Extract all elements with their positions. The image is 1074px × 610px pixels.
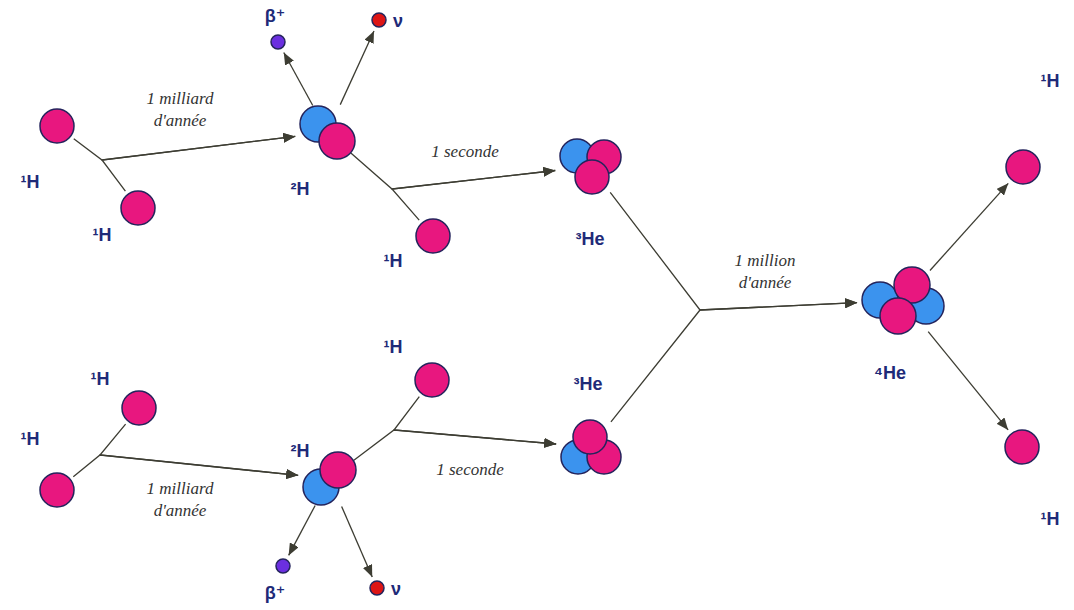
particle-circle	[276, 559, 290, 573]
nucleus-node: ν	[370, 11, 388, 29]
nucleus-node: ¹H	[120, 389, 158, 427]
particle-circle	[319, 123, 355, 159]
reaction-arrow	[354, 430, 556, 460]
reaction-arrow	[100, 424, 298, 475]
particle-circle	[121, 191, 155, 225]
reaction-time-label: 1 seconde	[415, 459, 525, 481]
particle-circle	[122, 391, 156, 425]
particle-circle	[271, 35, 285, 49]
nucleus-node: ²H	[298, 104, 357, 161]
reaction-time-label: 1 million d'année	[715, 250, 815, 294]
nucleus-particles	[368, 579, 386, 597]
particle-circle	[40, 109, 74, 143]
reaction-arrow	[928, 332, 1008, 430]
nucleus-particles	[413, 361, 451, 399]
particle-circle	[416, 219, 450, 253]
nucleus-particles	[301, 450, 358, 507]
nucleus-node: ¹H	[38, 471, 76, 509]
nucleus-label: β⁺	[265, 7, 286, 27]
nucleus-node: ¹H	[119, 189, 157, 227]
particle-circle	[575, 160, 609, 194]
reaction-arrow	[394, 397, 556, 444]
reaction-arrow	[610, 192, 857, 310]
reaction-time-label: 1 milliard d'année	[130, 88, 230, 132]
reaction-arrow	[73, 455, 298, 477]
reaction-arrow	[284, 53, 313, 106]
nucleus-particles	[119, 189, 157, 227]
nucleus-label: ¹H	[91, 370, 110, 390]
particle-circle	[1006, 150, 1040, 184]
nucleus-label: ³He	[573, 375, 602, 395]
reaction-time-label: 1 milliard d'année	[130, 478, 230, 522]
nucleus-particles	[860, 265, 946, 336]
reaction-time-label: 1 seconde	[410, 141, 520, 163]
nucleus-label: ⁴He	[874, 364, 906, 384]
nucleus-particles	[1003, 428, 1041, 466]
nucleus-node: β⁺	[274, 557, 292, 575]
particle-circle	[415, 363, 449, 397]
nucleus-label: ²H	[291, 180, 310, 200]
reaction-arrow	[102, 136, 295, 191]
nucleus-label: ¹H	[1041, 510, 1060, 530]
reaction-arrow	[392, 170, 555, 220]
nucleus-label: ν	[393, 12, 403, 32]
nucleus-node: ¹H	[1004, 148, 1042, 186]
particle-circle	[372, 13, 386, 27]
nucleus-node: ³He	[559, 418, 623, 476]
nucleus-particles	[269, 33, 287, 51]
nucleus-label: β⁺	[265, 584, 286, 604]
nucleus-particles	[558, 137, 623, 196]
nucleus-node: ¹H	[38, 107, 76, 145]
nucleus-label: ¹H	[384, 252, 403, 272]
nucleus-particles	[38, 107, 76, 145]
nucleus-particles	[559, 418, 623, 476]
nucleus-particles	[38, 471, 76, 509]
nucleus-node: ⁴He	[860, 265, 946, 336]
nucleus-node: ν	[368, 579, 386, 597]
nucleus-particles	[120, 389, 158, 427]
particle-circle	[573, 420, 607, 454]
nucleus-label: ³He	[575, 230, 604, 250]
nucleus-label: ¹H	[93, 226, 112, 246]
nucleus-node: ¹H	[414, 217, 452, 255]
nucleus-particles	[274, 557, 292, 575]
reaction-arrow	[342, 506, 373, 577]
nucleus-node: ¹H	[413, 361, 451, 399]
nucleus-label: ²H	[291, 442, 310, 462]
nucleus-node: ²H	[301, 450, 358, 507]
reaction-arrow	[289, 505, 316, 555]
nucleus-particles	[414, 217, 452, 255]
particle-circle	[880, 298, 916, 334]
reaction-arrow	[340, 31, 374, 105]
nucleus-label: ¹H	[21, 173, 40, 193]
nucleus-label: ¹H	[384, 338, 403, 358]
particle-circle	[1005, 430, 1039, 464]
nucleus-node: β⁺	[269, 33, 287, 51]
particle-circle	[320, 452, 356, 488]
reaction-arrow	[611, 303, 857, 422]
reaction-arrow	[930, 183, 1008, 270]
nucleus-label: ¹H	[21, 430, 40, 450]
particle-circle	[40, 473, 74, 507]
nucleus-particles	[298, 104, 357, 161]
nucleus-label: ν	[391, 580, 401, 600]
nucleus-node: ³He	[558, 137, 623, 196]
nucleus-node: ¹H	[1003, 428, 1041, 466]
nucleus-particles	[370, 11, 388, 29]
nucleus-label: ¹H	[1041, 72, 1060, 92]
nucleus-particles	[1004, 148, 1042, 186]
particle-circle	[370, 581, 384, 595]
